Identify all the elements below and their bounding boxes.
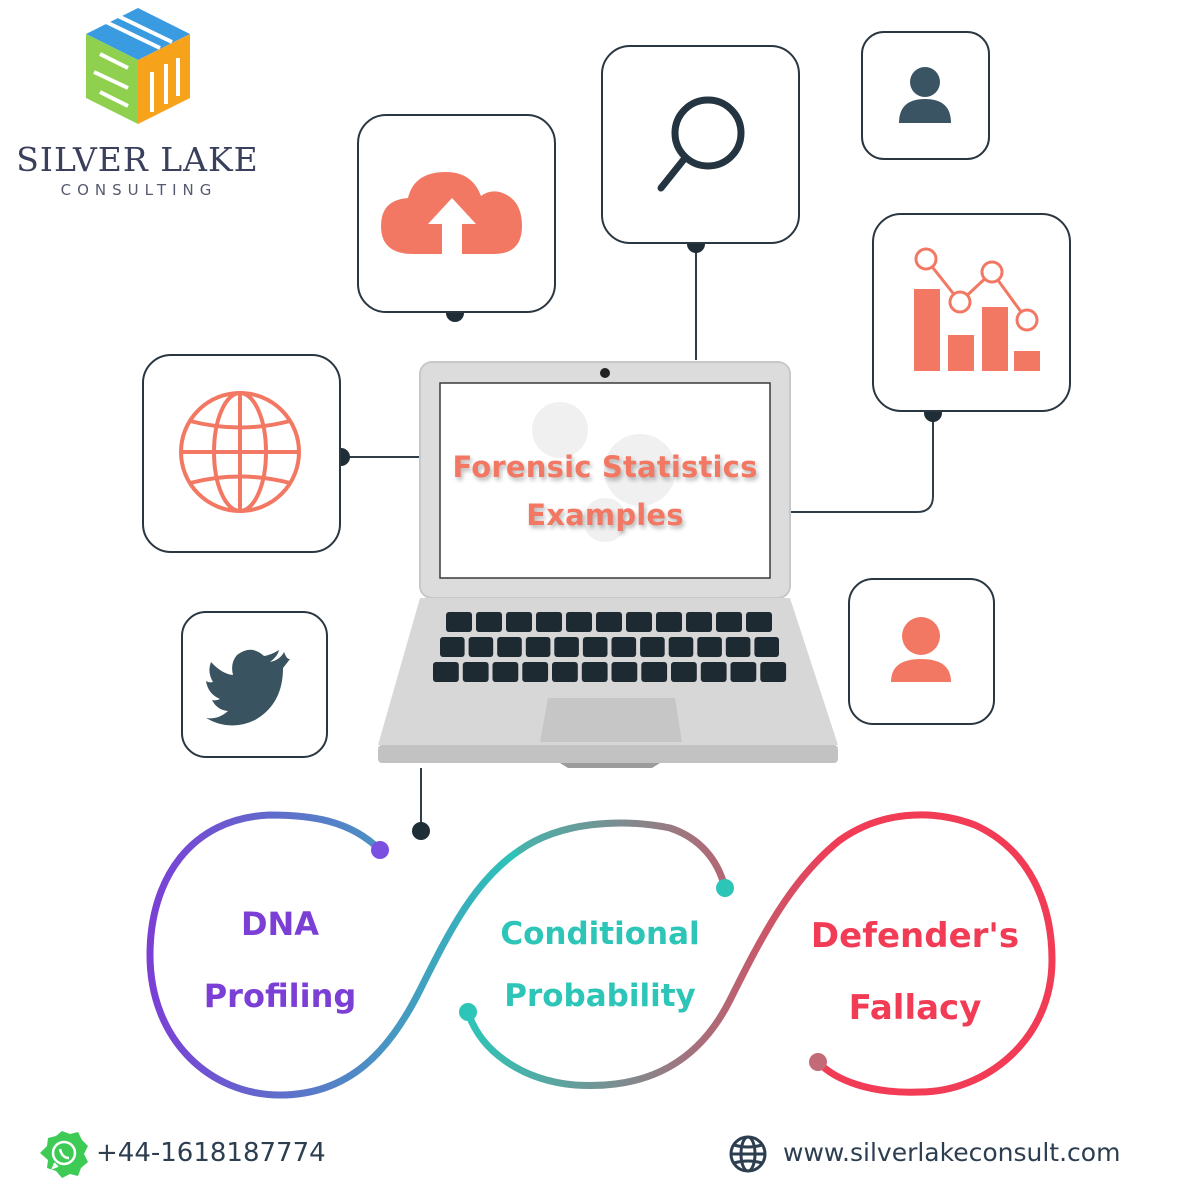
keyboard-keys (433, 612, 787, 682)
loop-defender (814, 811, 1056, 1096)
user-icon (891, 617, 951, 682)
globe-icon (729, 1135, 767, 1173)
keyboard-key (440, 637, 465, 657)
loop-label-dna: DNA Profiling (190, 888, 370, 1032)
gear-watermark-icon (532, 402, 676, 542)
keyboard-key (730, 662, 757, 682)
keyboard-key (671, 662, 697, 682)
keyboard-key (554, 637, 579, 657)
keyboard-key (611, 637, 637, 657)
bar-line-chart-icon (914, 247, 1040, 371)
keyboard-key (656, 612, 682, 632)
keyboard-key (582, 637, 608, 657)
keyboard-key (525, 637, 551, 657)
keyboard-key (640, 637, 665, 657)
keyboard-key (700, 662, 727, 682)
loop-label-line1: Conditional (500, 916, 700, 952)
loop-label-line1: Defender's (810, 916, 1020, 956)
loop-label-line2: Profiling (203, 977, 357, 1015)
logo-icon (86, 8, 190, 124)
webcam-icon (600, 368, 610, 378)
keyboard-key (626, 612, 652, 632)
keyboard-key (754, 637, 779, 657)
screen-title-line1: Forensic Statistics (452, 450, 758, 484)
keyboard-key (760, 662, 787, 682)
website-link[interactable]: www.silverlakeconsult.com (783, 1138, 1121, 1167)
keyboard-key (686, 612, 712, 632)
brand-name: SILVER LAKE (16, 140, 259, 179)
keyboard-key (611, 662, 638, 682)
loop-dots (371, 841, 827, 1071)
keyboard-key (641, 662, 668, 682)
loops (146, 811, 1056, 1099)
keyboard-key (522, 662, 549, 682)
keyboard-key (596, 612, 622, 632)
keyboard-key (446, 612, 472, 632)
loop-label-defender: Defender's Fallacy (790, 900, 1040, 1044)
keyboard-key (581, 662, 608, 682)
keyboard-key (536, 612, 562, 632)
keyboard-key (462, 662, 489, 682)
user-icon (899, 67, 951, 123)
screen-title: Forensic Statistics Examples (445, 443, 765, 539)
globe-icon (179, 391, 301, 513)
keyboard-key (468, 637, 494, 657)
keyboard-key (697, 637, 722, 657)
keyboard-key (476, 612, 502, 632)
keyboard-key (433, 662, 459, 682)
cloud-upload-icon (381, 172, 522, 254)
search-icon (657, 96, 745, 192)
chart-box (872, 213, 1071, 412)
laptop (378, 361, 838, 768)
connector-lines (340, 244, 934, 831)
keyboard-key (492, 662, 519, 682)
loop-dna (146, 811, 524, 1099)
keyboard-key (552, 662, 578, 682)
whatsapp-icon (40, 1131, 88, 1178)
loop-label-conditional: Conditional Probability (475, 903, 725, 1027)
search-box (601, 45, 800, 244)
keyboard-key (506, 612, 532, 632)
loop-label-line2: Probability (504, 978, 696, 1014)
loop-label-line2: Fallacy (848, 988, 982, 1028)
keyboard-key (668, 637, 694, 657)
keyboard-key (566, 612, 592, 632)
loop-conditional (464, 819, 844, 1090)
twitter-bird-icon (206, 649, 290, 726)
keyboard-key (746, 612, 772, 632)
trackpad (540, 698, 682, 742)
brand-tagline: CONSULTING (60, 181, 218, 199)
loop-label-line1: DNA (240, 905, 320, 943)
keyboard-key (725, 637, 751, 657)
connector-dot (412, 822, 430, 840)
screen-title-line2: Examples (526, 498, 684, 532)
keyboard-key (497, 637, 522, 657)
keyboard-key (716, 612, 742, 632)
connector-chart-to-laptop (790, 413, 934, 513)
phone-number[interactable]: +44-1618187774 (96, 1138, 326, 1168)
